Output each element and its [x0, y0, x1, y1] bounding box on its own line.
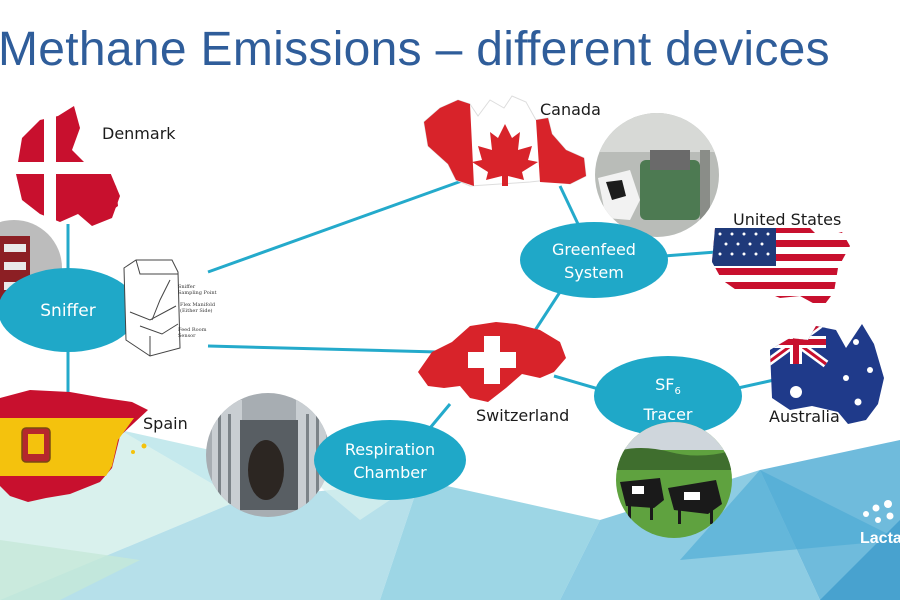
spain-map-flag	[0, 390, 148, 502]
sf6-node-label-line1: SF6	[655, 375, 681, 397]
canada-map-flag	[423, 95, 587, 187]
greenfeed-system-node[interactable]	[520, 222, 668, 298]
sf6-tracer-node[interactable]	[594, 356, 742, 436]
label-denmark: Denmark	[102, 124, 176, 143]
label-australia: Australia	[769, 407, 840, 426]
schematic-label-either: (Either Side)	[180, 307, 213, 314]
schematic-label-manifold: Flex Manifold	[180, 302, 216, 308]
greenfeed-photo	[595, 113, 719, 237]
brand-wordmark: Lacta	[860, 530, 900, 547]
connector-lines	[66, 176, 775, 429]
sniffer-node-label: Sniffer	[40, 301, 95, 321]
slide-title: Methane Emissions – different devices	[0, 23, 830, 76]
denmark-map-flag	[16, 104, 122, 228]
label-united-states: United States	[733, 210, 842, 229]
label-spain: Spain	[143, 414, 188, 433]
greenfeed-node-label-line2: System	[564, 263, 624, 282]
united-states-map-flag	[712, 228, 850, 308]
schematic-label-sensor: Sensor	[178, 333, 196, 339]
schematic-label-sampling: Sampling Point	[178, 290, 217, 296]
label-canada: Canada	[540, 100, 601, 119]
respiration-node-label-line1: Respiration	[345, 440, 435, 459]
sf6-node-label-line2: Tracer	[642, 405, 692, 424]
label-switzerland: Switzerland	[476, 406, 570, 425]
sniffer-node[interactable]	[0, 268, 138, 352]
schematic-label-feedroom: Feed Room	[178, 327, 207, 333]
respiration-chamber-photo	[206, 393, 330, 517]
pasture-cows-photo	[616, 422, 732, 538]
sniffer-schematic-drawing	[123, 259, 181, 357]
brand-dots-icon	[863, 500, 894, 523]
australia-map-flag	[770, 324, 884, 424]
greenfeed-node-label-line1: Greenfeed	[552, 240, 636, 259]
respiration-node-label-line2: Chamber	[353, 463, 427, 482]
schematic-label-sniffer: Sniffer	[178, 284, 196, 290]
respiration-chamber-node[interactable]	[314, 420, 466, 500]
switzerland-map-flag	[418, 322, 566, 402]
